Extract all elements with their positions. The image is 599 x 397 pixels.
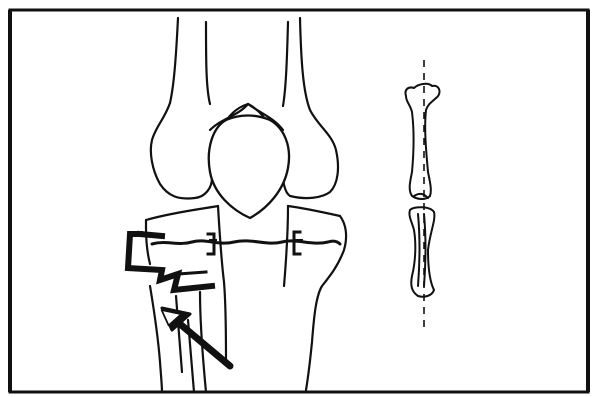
staple-right <box>294 232 300 254</box>
inset-tibia <box>409 207 434 297</box>
fracture-line <box>152 241 340 244</box>
alignment-inset <box>405 60 439 330</box>
inset-femur <box>405 84 439 199</box>
patella <box>209 116 289 219</box>
staple-left <box>208 234 214 254</box>
frame-border <box>10 10 588 392</box>
tibial-plateau <box>146 206 346 392</box>
impact-arrow <box>162 308 230 366</box>
